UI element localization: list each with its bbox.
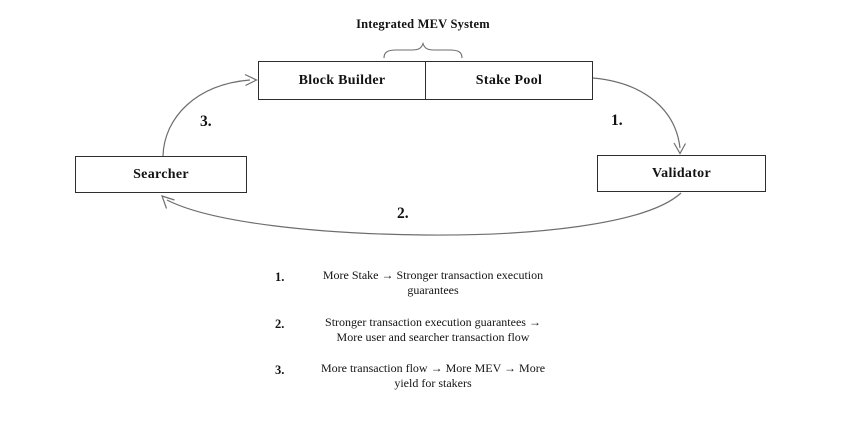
legend-text-1-line-2: guarantees (407, 282, 459, 297)
arrow-3-head-icon (244, 73, 258, 87)
diagram-title: Integrated MEV System (356, 17, 490, 31)
searcher-box: Searcher (75, 156, 247, 193)
block-builder-box: Block Builder (259, 62, 426, 99)
brace-icon (383, 41, 463, 59)
legend-text-2: Stronger transaction execution guarantee… (325, 315, 541, 344)
legend-text-3: More transaction flow → More MEV → More … (321, 361, 545, 390)
legend-text-3-line-2: yield for stakers (394, 375, 472, 390)
validator-box: Validator (597, 155, 766, 192)
arrow-2-curve (166, 192, 682, 236)
legend-text-1-line-1: More Stake → Stronger transaction execut… (322, 268, 544, 282)
legend-text-2-line-1: Stronger transaction execution guarantee… (325, 315, 541, 329)
legend-text-1: More Stake → Stronger transaction execut… (323, 268, 543, 297)
arrow-1-head-icon (673, 142, 687, 155)
integrated-mev-system-box: Block Builder Stake Pool (258, 61, 593, 100)
arrow-1-curve (592, 77, 681, 149)
legend-number-1: 1. (275, 270, 285, 284)
legend-text-2-line-2: More user and searcher transaction flow (336, 329, 530, 344)
legend-number-3: 3. (275, 363, 285, 377)
arrow-2-head-icon (161, 195, 175, 209)
arrow-label-1: 1. (611, 112, 623, 129)
stake-pool-box: Stake Pool (475, 72, 543, 88)
legend-number-2: 2. (275, 317, 285, 331)
arrow-label-3: 3. (200, 113, 212, 130)
legend-text-3-line-1: More transaction flow → More MEV → More (320, 361, 546, 375)
arrow-3-curve (162, 79, 251, 157)
arrow-label-2: 2. (397, 205, 409, 222)
